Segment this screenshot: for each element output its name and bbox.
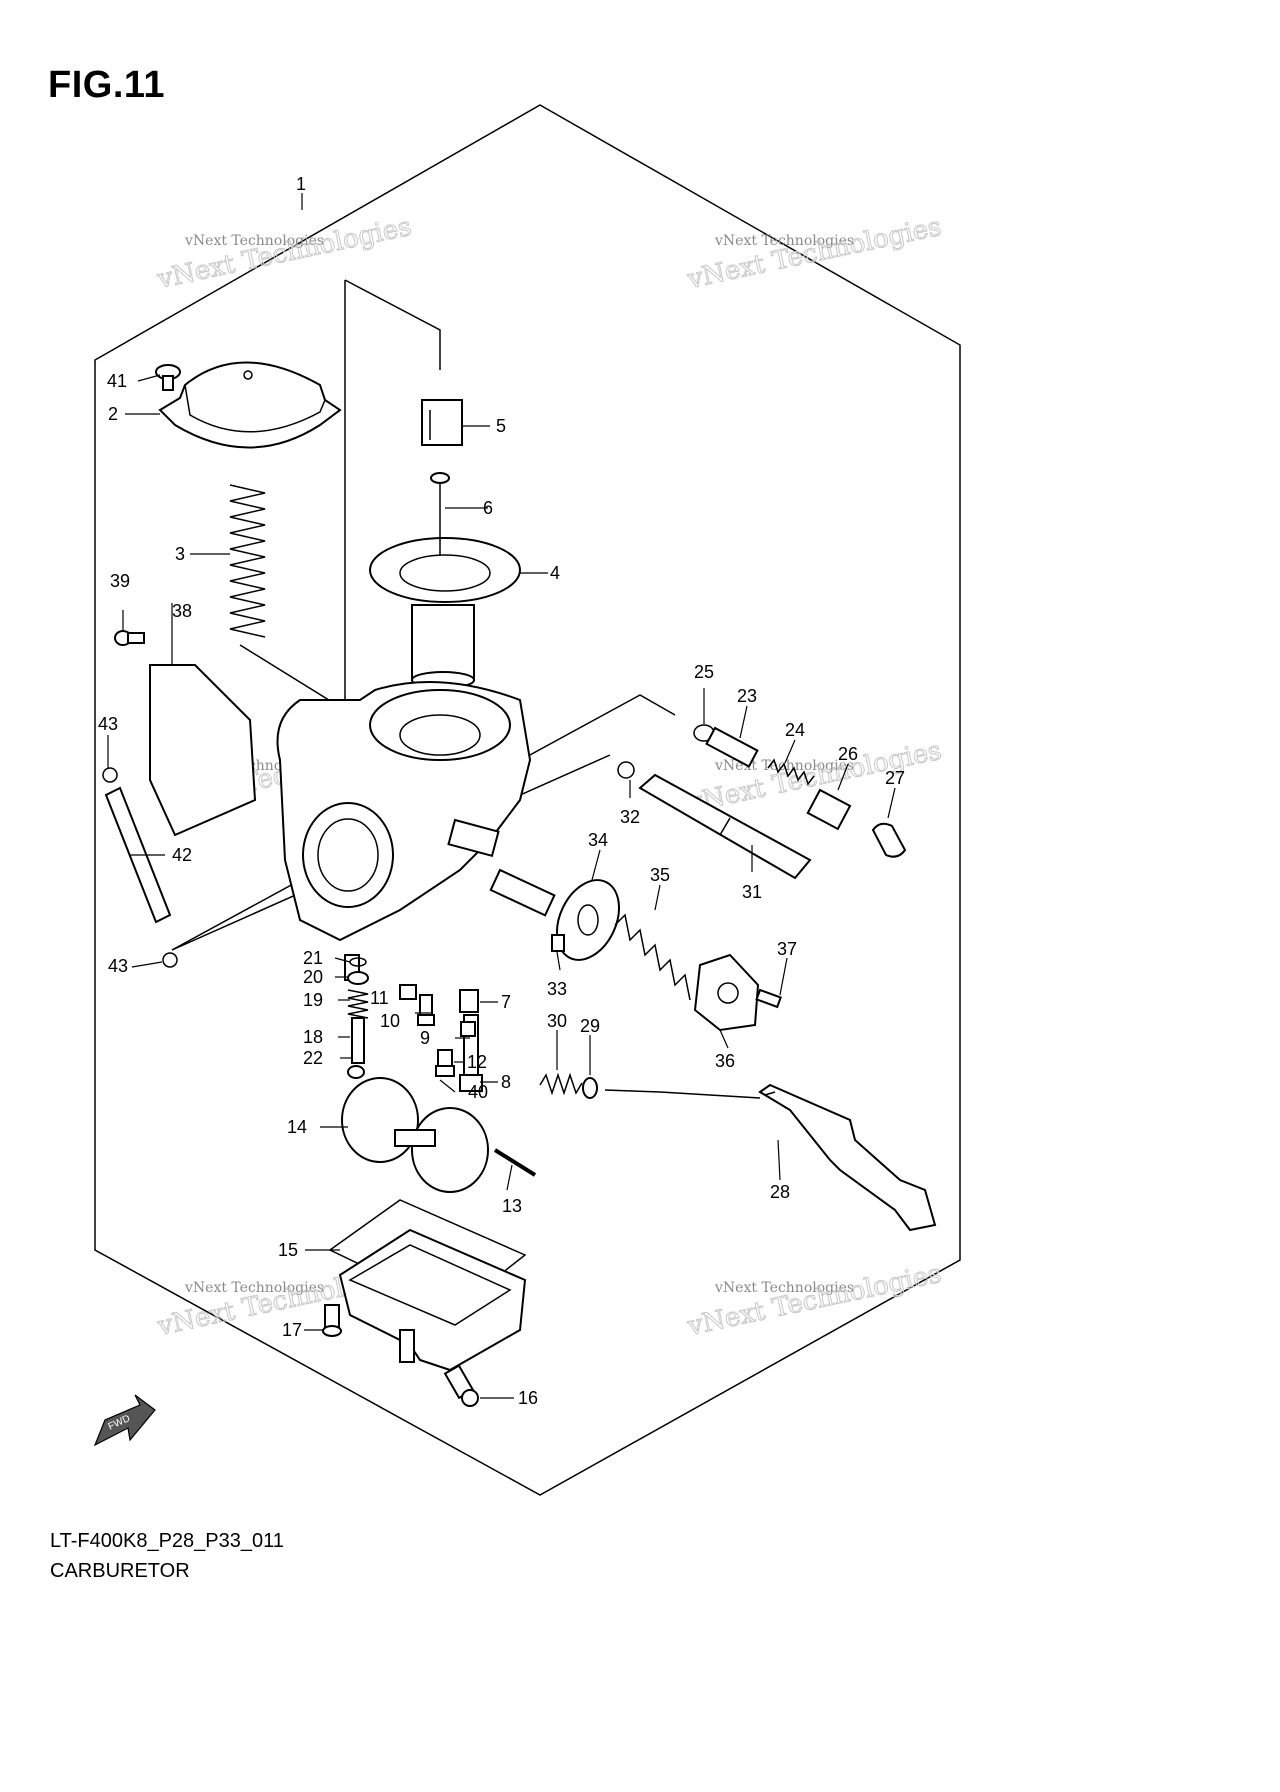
callout-25: 25	[694, 662, 714, 682]
part-3-spring	[229, 484, 266, 638]
callout-35: 35	[650, 865, 670, 885]
part-37-screw	[755, 988, 782, 1009]
callout-21: 21	[303, 948, 323, 968]
callout-5: 5	[496, 416, 506, 436]
callout-37: 37	[777, 939, 797, 959]
callout-41: 41	[107, 371, 127, 391]
callout-12: 12	[467, 1052, 487, 1072]
part-35-spring	[614, 913, 691, 1001]
callout-27: 27	[885, 768, 905, 788]
part-16-drain-screw	[443, 1364, 479, 1407]
part-41-screw	[155, 364, 181, 391]
part-20-washer	[347, 971, 369, 985]
part-26-nut	[806, 788, 852, 831]
callout-1: 1	[296, 174, 306, 194]
callout-10: 10	[380, 1011, 400, 1031]
callout-23: 23	[737, 686, 757, 706]
part-7-jet	[459, 989, 479, 1013]
callout-11: 11	[370, 988, 389, 1008]
part-23-plunger	[705, 726, 759, 768]
callout-29: 29	[580, 1016, 600, 1036]
part-27-cap	[871, 822, 907, 858]
callout-43-bottom: 43	[108, 956, 128, 976]
callout-2: 2	[108, 404, 118, 424]
fwd-arrow-icon: FWD	[93, 1394, 156, 1447]
part-30-spring	[539, 1072, 583, 1096]
bracket-line	[344, 279, 441, 370]
part-22-o-ring	[347, 1065, 365, 1079]
callout-3: 3	[175, 544, 185, 564]
carburetor-body	[276, 681, 556, 981]
part-28-throttle-cable	[604, 1083, 937, 1232]
part-5-needle-holder	[421, 399, 463, 446]
float-bowl	[338, 1228, 527, 1372]
callout-labels: 1 41 2 3 4 5 6 39 38 43 42 43 7	[98, 174, 905, 1408]
callout-15: 15	[278, 1240, 298, 1260]
callout-43-top: 43	[98, 714, 118, 734]
callout-9: 9	[420, 1028, 430, 1048]
part-43-clip	[162, 952, 178, 968]
part-9-jet	[460, 1021, 476, 1037]
svg-text:vNext Technologies: vNext Technologies	[714, 1280, 854, 1296]
callout-31: 31	[742, 882, 762, 902]
svg-text:vNext Technologies: vNext Technologies	[684, 1259, 944, 1342]
part-31-hose	[638, 773, 812, 880]
callout-19: 19	[303, 990, 323, 1010]
callout-33: 33	[547, 979, 567, 999]
part-36-cover	[693, 953, 760, 1032]
callout-38: 38	[172, 601, 192, 621]
callout-36: 36	[715, 1051, 735, 1071]
part-14-float	[341, 1077, 489, 1193]
callout-32: 32	[620, 807, 640, 827]
part-19-spring	[347, 989, 369, 1019]
callout-17: 17	[282, 1320, 302, 1340]
part-11-screw	[399, 984, 417, 1000]
callout-6: 6	[483, 498, 493, 518]
part-17-screw	[322, 1304, 342, 1337]
diagram-caption: CARBURETOR	[50, 1560, 190, 1582]
part-38-bracket	[149, 664, 257, 837]
part-10-screw	[417, 994, 435, 1026]
part-24-spring	[767, 758, 815, 786]
part-12-jet	[435, 1049, 455, 1077]
part-32-clip	[617, 761, 635, 779]
callout-18: 18	[303, 1027, 323, 1047]
part-4-diaphragm-piston	[369, 537, 521, 689]
callout-34: 34	[588, 830, 608, 850]
svg-text:vNext Technologies: vNext Technologies	[184, 1280, 324, 1296]
part-34-diaphragm	[556, 879, 620, 961]
callout-26: 26	[838, 744, 858, 764]
callout-20: 20	[303, 967, 323, 987]
callout-30: 30	[547, 1011, 567, 1031]
part-29-washer	[582, 1077, 598, 1099]
svg-text:vNext Technologies: vNext Technologies	[714, 233, 854, 249]
callout-39: 39	[110, 571, 130, 591]
part-2-top-cap	[158, 361, 342, 449]
part-39-screw	[114, 630, 145, 646]
svg-text:vNext Technologies: vNext Technologies	[184, 233, 324, 249]
callout-8: 8	[501, 1072, 511, 1092]
leader-lines	[107, 193, 896, 1399]
svg-text:vNext Technologies: vNext Technologies	[684, 212, 944, 295]
callout-7: 7	[501, 992, 511, 1012]
callout-14: 14	[287, 1117, 307, 1137]
part-18-pilot-screw	[351, 1017, 365, 1064]
svg-text:vNext Technologies: vNext Technologies	[154, 212, 414, 295]
callout-28: 28	[770, 1182, 790, 1202]
part-13-float-pin	[493, 1148, 537, 1177]
callout-40: 40	[468, 1082, 488, 1102]
part-6-jet-needle	[430, 472, 450, 555]
callout-16: 16	[518, 1388, 538, 1408]
callout-22: 22	[303, 1048, 323, 1068]
figure-title: FIG.11	[48, 64, 166, 106]
part-43-clip	[102, 767, 118, 783]
callout-42: 42	[172, 845, 192, 865]
callout-13: 13	[502, 1196, 522, 1216]
model-code: LT-F400K8_P28_P33_011	[50, 1530, 284, 1552]
callout-4: 4	[550, 563, 560, 583]
part-33-jet	[551, 934, 565, 952]
assembly-boundary	[94, 104, 961, 1496]
callout-24: 24	[785, 720, 805, 740]
